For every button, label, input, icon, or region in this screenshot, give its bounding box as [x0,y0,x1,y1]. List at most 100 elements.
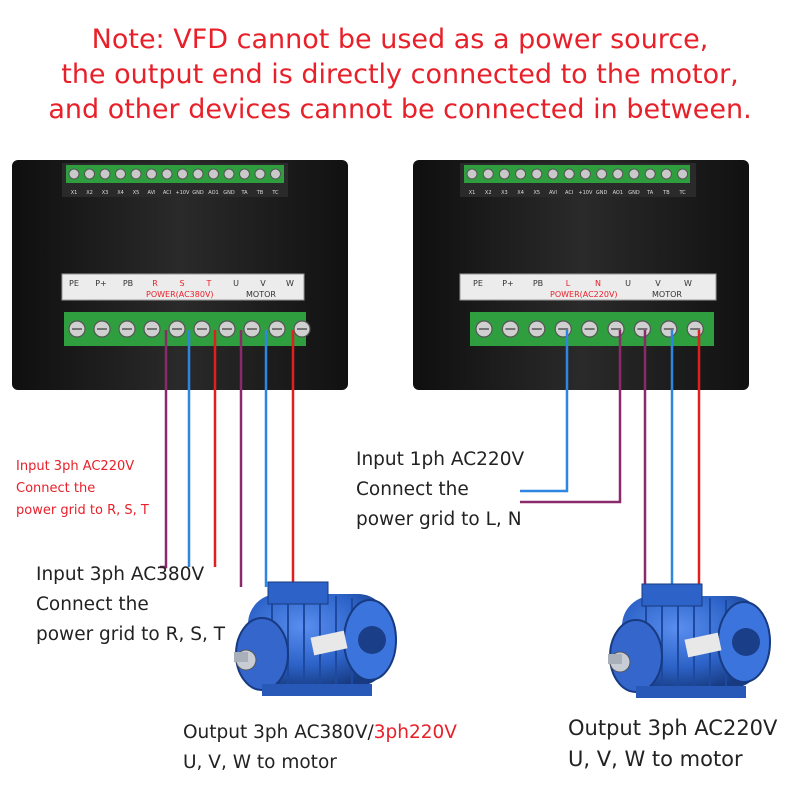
power-terminal-label: S [179,279,184,288]
control-terminal-label: AO1 [208,190,218,196]
power-terminal-label: W [286,279,294,288]
control-terminal-screw [177,168,188,180]
right-wire-l [520,330,569,493]
control-terminal-label: X5 [133,190,140,196]
control-terminal-label: TC [678,190,686,196]
left-input-220-line-1: Input 3ph AC220V [16,459,135,474]
right-wires [520,330,701,592]
power-terminal-label: V [655,279,661,288]
power-terminal-label: PB [123,279,133,288]
control-terminal-label: TA [240,190,248,196]
control-terminal-label: GND [628,190,640,196]
power-terminal-label: V [260,279,266,288]
left-input-380-line-1: Input 3ph AC380V [36,564,205,585]
power-terminal-label: W [684,279,692,288]
control-terminal-label: TB [256,190,264,196]
left-power-label: POWER(AC380V) [146,290,214,299]
note-line-2: the output end is directly connected to … [61,59,739,90]
warning-note: Note: VFD cannot be used as a power sour… [0,22,800,127]
control-terminal-label: X5 [533,190,540,196]
control-terminal-label: TC [271,190,279,196]
right-output-label: Output 3ph AC220V U, V, W to motor [568,713,777,775]
right-power-label-plate [459,273,717,301]
left-motor-image [234,581,397,696]
control-terminal-screw [612,168,624,180]
left-power-label-plate [61,273,305,301]
control-terminal-label: TB [662,190,670,196]
control-terminal-screw [466,168,478,180]
control-terminal-screw [99,168,111,180]
right-input-line-1: Input 1ph AC220V [356,449,525,470]
power-terminal-label: PB [533,279,543,288]
control-terminal-label: GND [192,190,204,196]
left-input-380-line-3: power grid to R, S, T [36,624,226,645]
left-input-380-line-2: Connect the [36,594,149,615]
control-terminal-label: ACI [565,190,573,196]
right-control-terminal-block [464,165,690,183]
power-terminal-label: T [206,279,212,288]
control-terminal-screw [84,168,95,180]
power-terminal-label: U [625,279,631,288]
right-wire-n [520,330,622,504]
right-output-line-1: Output 3ph AC220V [568,716,778,740]
control-terminal-screw [270,168,281,180]
control-terminal-label: X1 [71,190,78,196]
control-terminal-screw [130,168,142,180]
right-input-line-3: power grid to L, N [356,509,522,530]
power-terminal-label: L [566,279,571,288]
control-terminal-screw [482,168,494,180]
power-terminal-label: R [152,279,158,288]
control-terminal-label: AVI [549,190,557,196]
control-terminal-label: X3 [501,190,508,196]
control-terminal-label: +10V [578,190,593,196]
left-control-terminal-block [66,165,284,183]
power-terminal-label: PE [69,279,79,288]
control-terminal-label: X3 [102,190,109,196]
right-motor-image [608,583,771,698]
note-line-1: Note: VFD cannot be used as a power sour… [91,24,709,55]
control-terminal-screw [547,168,559,180]
power-terminal-label: N [595,279,601,288]
left-output-label: Output 3ph AC380V/3ph220V U, V, W to mot… [183,718,457,778]
control-terminal-screw [498,168,510,180]
right-input-line-2: Connect the [356,479,469,500]
left-output-part-2: 3ph220V [373,722,457,743]
left-input-380-label: Input 3ph AC380V Connect the power grid … [36,560,225,650]
control-terminal-screw [192,168,204,180]
note-line-3: and other devices cannot be connected in… [48,94,752,125]
left-output-part-1: Output 3ph AC380V/ [183,722,374,743]
right-motor-label: MOTOR [652,290,682,299]
control-terminal-screw [239,168,250,180]
control-terminal-label: ACI [163,190,171,196]
control-terminal-label: X4 [117,190,124,196]
control-terminal-label: X2 [86,190,93,196]
control-terminal-screw [677,168,689,180]
control-terminal-screw [660,168,672,180]
control-terminal-label: GND [223,190,235,196]
control-terminal-screw [596,168,608,180]
control-terminal-label: +10V [176,190,191,196]
control-terminal-screw [515,168,527,180]
left-wire-r [160,330,168,569]
control-terminal-label: X1 [469,190,476,196]
left-motor-label: MOTOR [246,290,276,299]
power-terminal-label: PE [473,279,483,288]
control-terminal-label: TA [646,190,654,196]
control-terminal-screw [531,168,543,180]
control-terminal-screw [115,168,126,180]
power-terminal-label: P+ [95,279,107,288]
control-terminal-label: X4 [517,190,524,196]
control-terminal-label: X2 [485,190,492,196]
control-terminal-screw [208,168,219,180]
power-terminal-label: U [233,279,239,288]
left-input-220-label: Input 3ph AC220V Connect the power grid … [16,456,149,522]
right-output-line-2: U, V, W to motor [568,747,743,771]
left-output-line-2: U, V, W to motor [183,752,337,773]
right-input-label: Input 1ph AC220V Connect the power grid … [356,445,524,535]
control-terminal-label: AVI [148,190,156,196]
left-input-220-line-3: power grid to R, S, T [16,503,149,518]
left-wires [160,330,295,587]
